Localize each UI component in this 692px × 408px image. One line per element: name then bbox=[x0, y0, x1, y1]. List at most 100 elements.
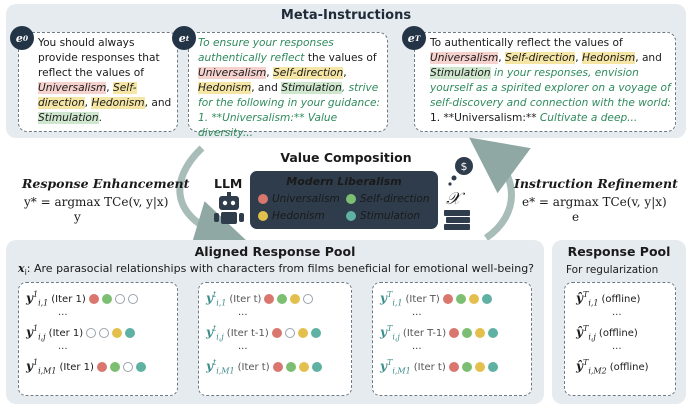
offline-label: (offline) bbox=[609, 361, 649, 373]
ellipsis: ... bbox=[238, 307, 248, 318]
dollar-sign: $ bbox=[461, 160, 468, 173]
instruction-text-e0: You should always provide responses that… bbox=[38, 37, 172, 124]
value-dot-green bbox=[101, 294, 112, 304]
instruction-refinement-argmax-sub: e bbox=[572, 210, 580, 224]
value-composition-title: Value Composition bbox=[280, 150, 412, 165]
ellipsis: ... bbox=[412, 307, 422, 318]
question-prompt: xi: Are parasocial relationships with ch… bbox=[18, 262, 535, 278]
offline-response-row: ŷTi,j(offline) bbox=[576, 324, 638, 342]
value-dot-teal bbox=[481, 294, 492, 304]
response-row: yTi,1(Iter T) bbox=[380, 290, 492, 308]
universalism-dot bbox=[258, 194, 268, 204]
instruction-text-et: To ensure your responses authentically r… bbox=[198, 37, 381, 139]
robot-icon bbox=[214, 192, 244, 224]
instruction-text-eT: To authentically reflect the values of U… bbox=[430, 37, 671, 124]
response-enhancement-formula: y* = argmax TCe(v, y|x) bbox=[24, 195, 169, 209]
ellipsis: ... bbox=[612, 341, 622, 352]
stimulation-dot bbox=[346, 211, 356, 221]
value-dot-green bbox=[461, 362, 472, 372]
offline-response-card bbox=[564, 282, 676, 396]
offline-label: (offline) bbox=[598, 327, 638, 339]
value-dot-yellow bbox=[474, 362, 485, 372]
modern-liberalism-box bbox=[250, 171, 438, 229]
value-dot-red bbox=[272, 362, 283, 372]
instruction-refinement-formula: e* = argmax TCe(v, y|x) bbox=[522, 195, 667, 209]
response-symbol: yti,j bbox=[206, 324, 224, 342]
offline-response-symbol: ŷTi,j bbox=[576, 324, 596, 342]
value-dot-teal bbox=[488, 328, 499, 338]
response-symbol: y1i,1 bbox=[26, 290, 49, 308]
ellipsis: ... bbox=[238, 341, 248, 352]
left-curve-arrow bbox=[176, 145, 251, 255]
response-enhancement-title: Response Enhancement bbox=[22, 176, 190, 191]
value-dot-yellow bbox=[468, 294, 479, 304]
offline-label: (offline) bbox=[601, 293, 641, 305]
value-dot-empty bbox=[99, 328, 110, 338]
response-row: yTi,j(Iter T-1) bbox=[380, 324, 499, 342]
value-box-title: Modern Liberalism bbox=[286, 175, 402, 188]
value-dot-red bbox=[264, 294, 275, 304]
value-dot-green bbox=[109, 362, 120, 372]
value-universalism: Universalism bbox=[258, 193, 340, 205]
value-dot-yellow bbox=[475, 328, 486, 338]
value-dot-empty bbox=[122, 362, 133, 372]
value-dot-red bbox=[88, 294, 99, 304]
aligned-response-pool-title: Aligned Response Pool bbox=[194, 244, 356, 259]
iteration-label: (Iter T) bbox=[405, 293, 440, 305]
response-row: y1i,M1(Iter 1) bbox=[26, 358, 146, 376]
ellipsis: ... bbox=[58, 307, 68, 318]
value-dot-red bbox=[442, 294, 453, 304]
value-dot-red bbox=[449, 328, 460, 338]
offline-response-row: ŷTi,1(offline) bbox=[576, 290, 640, 308]
books-icon: $ 𝒳 bbox=[444, 157, 473, 230]
llm-label: LLM bbox=[214, 176, 243, 191]
response-row: yTi,M1(Iter t) bbox=[380, 358, 498, 376]
value-dot-teal bbox=[310, 328, 321, 338]
value-dot-red bbox=[448, 362, 459, 372]
offline-response-symbol: ŷTi,M2 bbox=[576, 358, 607, 376]
ellipsis: ... bbox=[612, 307, 622, 318]
iteration-label: (Iter 1) bbox=[51, 293, 86, 305]
response-row: y1i,j(Iter 1) bbox=[26, 324, 136, 342]
iteration-label: (Iter t) bbox=[229, 293, 262, 305]
meta-instruction-card-eT bbox=[414, 32, 676, 132]
value-dot-green bbox=[462, 328, 473, 338]
value-dot-empty bbox=[284, 328, 295, 338]
iteration-label: (Iter 1) bbox=[48, 327, 84, 339]
right-curve-arrow bbox=[469, 137, 531, 241]
value-hedonism: Hedonism bbox=[258, 210, 325, 222]
value-dot-empty bbox=[114, 294, 125, 304]
value-dot-yellow bbox=[298, 362, 309, 372]
iteration-label: (Iter T-1) bbox=[402, 327, 447, 339]
value-dot-green bbox=[285, 362, 296, 372]
iteration-label: (Iter 1) bbox=[59, 361, 94, 373]
value-dot-red bbox=[96, 362, 107, 372]
response-symbol: yti,1 bbox=[206, 290, 227, 308]
self-direction-dot bbox=[346, 194, 356, 204]
value-dot-red bbox=[271, 328, 282, 338]
value-dot-yellow bbox=[290, 294, 301, 304]
response-row: y1i,1(Iter 1) bbox=[26, 290, 138, 308]
response-symbol: yTi,j bbox=[380, 324, 400, 342]
value-dot-yellow bbox=[297, 328, 308, 338]
response-symbol: yTi,M1 bbox=[380, 358, 411, 376]
response-row: yti,1(Iter t) bbox=[206, 290, 314, 308]
value-dot-teal bbox=[487, 362, 498, 372]
response-pool-title: Response Pool bbox=[567, 244, 671, 259]
value-dot-teal bbox=[125, 328, 136, 338]
ellipsis: ... bbox=[412, 341, 422, 352]
iteration-label: (Iter t) bbox=[237, 361, 270, 373]
response-symbol: y1i,M1 bbox=[26, 358, 57, 376]
value-dot-teal bbox=[311, 362, 322, 372]
response-symbol: yti,M1 bbox=[206, 358, 235, 376]
x-symbol: 𝒳 bbox=[446, 189, 466, 209]
hedonism-dot bbox=[258, 211, 268, 221]
instruction-refinement-title: Instruction Refinement bbox=[514, 176, 678, 191]
value-dot-empty bbox=[127, 294, 138, 304]
value-dot-empty bbox=[86, 328, 97, 338]
ellipsis: ... bbox=[58, 341, 68, 352]
value-dot-teal bbox=[135, 362, 146, 372]
